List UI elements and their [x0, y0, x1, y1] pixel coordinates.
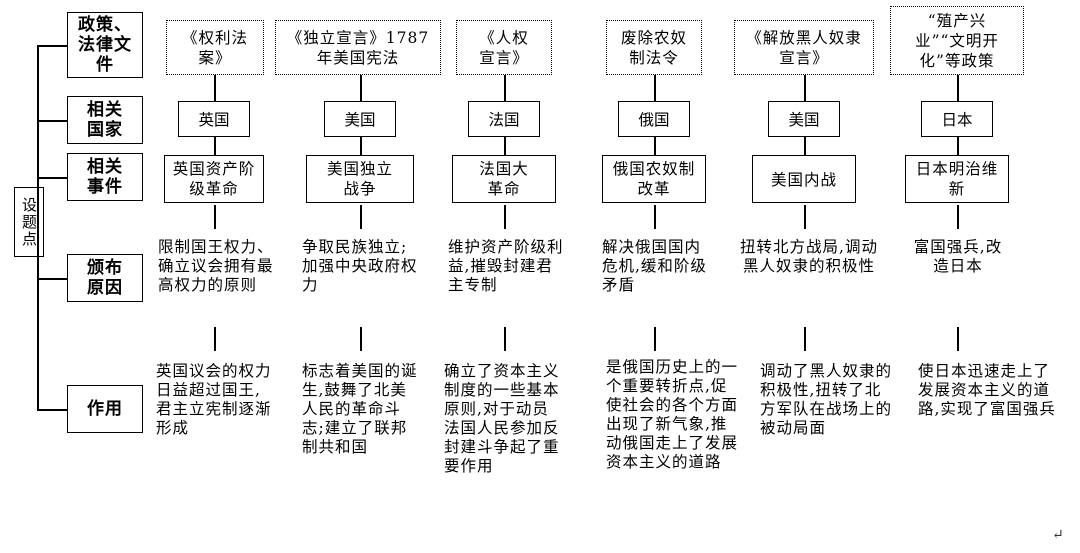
event-box-4: 俄国农奴制改革 [602, 155, 706, 203]
connector-1a [214, 75, 216, 101]
tree-trunk [37, 45, 39, 410]
connector-3b [504, 137, 506, 155]
effect-5: 调动了黑人奴隶的积极性,扭转了北方军队在战场上的被动局面 [760, 362, 893, 437]
row-header-document-label: 政策、法律文件 [78, 15, 132, 75]
event-box-3: 法国大革命 [452, 155, 556, 203]
reason-4: 解决俄国国内危机,缓和阶级矛盾 [602, 238, 707, 294]
connector-4c [654, 205, 656, 229]
connector-1b [214, 137, 216, 155]
connector-4b [654, 137, 656, 155]
connector-4d [654, 327, 656, 351]
connector-6d [957, 327, 959, 351]
country-box-4: 俄国 [618, 101, 690, 137]
connector-2a [360, 75, 362, 101]
connector-1d [214, 327, 216, 351]
country-1: 英国 [198, 111, 230, 129]
return-mark-icon: ↵ [1052, 527, 1064, 543]
row-header-reason: 颁布原因 [67, 254, 143, 302]
document-6: “殖产兴业”“文明开化”等政策 [915, 11, 999, 70]
country-3: 法国 [488, 111, 520, 129]
row-header-document: 政策、法律文件 [67, 12, 143, 78]
branch-effect [37, 409, 67, 411]
row-header-event: 相关事件 [67, 153, 143, 201]
country-box-1: 英国 [178, 101, 250, 137]
root-label: 设题点 [20, 196, 38, 248]
connector-2d [360, 327, 362, 351]
document-box-6: “殖产兴业”“文明开化”等政策 [890, 6, 1024, 75]
connector-6b [957, 137, 959, 155]
row-header-event-label: 相关事件 [87, 157, 123, 197]
event-2: 美国独立战争 [326, 160, 393, 198]
connector-1c [214, 205, 216, 229]
document-box-4: 废除农奴制法令 [606, 20, 702, 75]
row-header-country-label: 相关国家 [87, 100, 123, 140]
branch-doc [37, 45, 67, 47]
effect-3: 确立了资本主义制度的一些基本原则,对于动员法国人民参加反封建斗争起了重要作用 [444, 362, 560, 475]
row-header-country: 相关国家 [67, 96, 143, 144]
connector-5d [804, 327, 806, 351]
country-box-2: 美国 [324, 101, 396, 137]
country-4: 俄国 [638, 111, 670, 129]
event-box-2: 美国独立战争 [306, 155, 414, 203]
document-3: 《人权宣言》 [479, 28, 529, 67]
row-header-effect-label: 作用 [87, 399, 123, 419]
event-5: 美国内战 [770, 171, 837, 189]
document-box-1: 《权利法案》 [166, 20, 264, 75]
row-header-reason-label: 颁布原因 [87, 258, 123, 298]
connector-2b [360, 137, 362, 155]
connector-5b [804, 137, 806, 155]
connector-3c [504, 205, 506, 229]
document-box-2: 《独立宣言》1787年美国宪法 [275, 20, 441, 75]
event-box-1: 英国资产阶级革命 [164, 155, 264, 203]
effect-6: 使日本迅速走上了发展资本主义的道路,实现了富国强兵 [918, 362, 1056, 418]
effect-1: 英国议会的权力日益超过国王,君主立宪制逐渐形成 [156, 362, 272, 437]
connector-3d [504, 327, 506, 351]
connector-3a [504, 75, 506, 101]
country-5: 美国 [788, 111, 820, 129]
connector-6c [957, 205, 959, 229]
row-header-effect: 作用 [67, 385, 143, 433]
reason-1: 限制国王权力、确立议会拥有最高权力的原则 [158, 238, 274, 294]
connector-2c [360, 205, 362, 229]
country-box-3: 法国 [468, 101, 540, 137]
branch-reason [37, 278, 67, 280]
reason-6: 富国强兵,改造日本 [913, 238, 1003, 275]
event-box-6: 日本明治维新 [905, 155, 1009, 203]
document-1: 《权利法案》 [181, 28, 248, 67]
document-box-5: 《解放黑人奴隶宣言》 [734, 20, 874, 75]
country-box-5: 美国 [768, 101, 840, 137]
event-box-5: 美国内战 [752, 155, 856, 203]
document-2: 《独立宣言》1787年美国宪法 [286, 28, 430, 67]
root-node: 设题点 [14, 187, 44, 257]
event-6: 日本明治维新 [915, 160, 999, 198]
country-6: 日本 [941, 111, 973, 129]
event-1: 英国资产阶级革命 [172, 160, 256, 198]
country-box-6: 日本 [921, 101, 993, 137]
event-3: 法国大革命 [479, 160, 529, 198]
connector-5c [804, 205, 806, 229]
connector-4a [654, 75, 656, 101]
branch-event [37, 177, 67, 179]
document-4: 废除农奴制法令 [620, 28, 687, 67]
reason-3: 维护资产阶级利益,摧毁封建君主专制 [448, 238, 564, 294]
document-box-3: 《人权宣言》 [456, 20, 552, 75]
reason-5: 扭转北方战局,调动黑人奴隶的积极性 [740, 238, 878, 275]
connector-5a [804, 75, 806, 101]
reason-2: 争取民族独立;加强中央政府权力 [302, 238, 418, 294]
connector-6a [957, 75, 959, 101]
branch-country [37, 120, 67, 122]
country-2: 美国 [344, 111, 376, 129]
effect-2: 标志着美国的诞生,鼓舞了北美人民的革命斗志;建立了联邦制共和国 [302, 362, 418, 456]
effect-4: 是俄国历史上的一个重要转折点,促使社会的各个方面出现了新气象,推动俄国走上了发展… [606, 358, 739, 471]
document-5: 《解放黑人奴隶宣言》 [746, 28, 862, 67]
event-4: 俄国农奴制改革 [612, 160, 696, 198]
